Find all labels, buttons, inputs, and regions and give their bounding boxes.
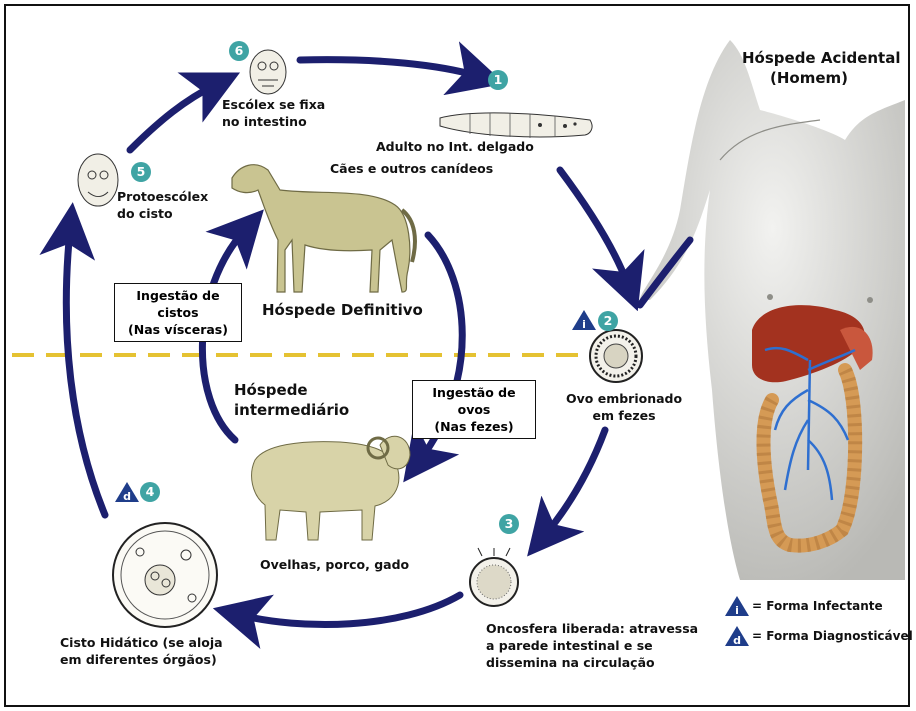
intermediate-host-line2: intermediário — [234, 400, 349, 420]
stage-5-badge: 5 — [131, 162, 151, 182]
stage-4-label: Cisto Hidático (se aloja em diferentes ó… — [60, 634, 223, 668]
stage-3-label-line3: dissemina na circulação — [486, 654, 698, 671]
stage-3-badge: 3 — [499, 514, 519, 534]
stage-2-badge: 2 — [598, 311, 618, 331]
egg-ingestion-line1: Ingestão de ovos — [419, 384, 529, 418]
stage4-triangle-letter: d — [123, 490, 131, 503]
dog-illustration — [232, 165, 415, 292]
stage-1-badge: 1 — [488, 70, 508, 90]
stage2-triangle-letter: i — [582, 318, 586, 331]
arrow-5-to-6 — [130, 85, 215, 150]
stage-4-badge: 4 — [140, 482, 160, 502]
egg-ingestion-box: Ingestão de ovos (Nas fezes) — [412, 380, 536, 439]
legend-diagnostic-text: = Forma Diagnosticável — [752, 629, 913, 643]
legend-diagnostic-letter: d — [733, 634, 741, 647]
stage-2-label-line2: em fezes — [566, 407, 682, 424]
arrow-6-to-1 — [300, 60, 478, 76]
arrow-4-to-5 — [66, 230, 105, 515]
oncosphere-illustration — [470, 548, 518, 606]
stage-6-label: Escólex se fixa no intestino — [222, 96, 325, 130]
stage-1-label: Adulto no Int. delgado — [376, 138, 534, 155]
stage-3-label: Oncosfera liberada: atravessa a parede i… — [486, 620, 698, 671]
egg-illustration — [590, 330, 642, 382]
intermediate-host-line1: Hóspede — [234, 380, 349, 400]
accidental-host-title: Hóspede Acidental (Homem) — [742, 48, 876, 88]
sheep-illustration — [252, 436, 410, 540]
accidental-host-line1: Hóspede Acidental — [742, 48, 876, 68]
legend-infective-text: = Forma Infectante — [752, 599, 883, 613]
legend-infective-letter: i — [735, 604, 739, 617]
stage-2-label-line1: Ovo embrionado — [566, 390, 682, 407]
stage-4-label-line1: Cisto Hidático (se aloja — [60, 634, 223, 651]
cyst-ingestion-line2: (Nas vísceras) — [121, 321, 235, 338]
arrow-1-to-2 — [560, 170, 628, 285]
stage-6-label-line2: no intestino — [222, 113, 325, 130]
hydatid-cyst-illustration — [113, 523, 217, 627]
stage-3-label-line1: Oncosfera liberada: atravessa — [486, 620, 698, 637]
intermediate-host-title: Hóspede intermediário — [234, 380, 349, 420]
stage-6-label-line1: Escólex se fixa — [222, 96, 325, 113]
stage-5-label-line1: Protoescólex — [117, 188, 208, 205]
cyst-ingestion-box: Ingestão de cistos (Nas vísceras) — [114, 283, 242, 342]
definitive-host-title: Hóspede Definitivo — [262, 300, 423, 320]
protoscolex-illustration — [78, 154, 118, 206]
arrow-3-to-4 — [240, 595, 460, 625]
adult-worm-illustration — [440, 113, 592, 138]
intermediate-host-species: Ovelhas, porco, gado — [260, 556, 409, 573]
cyst-ingestion-line1: Ingestão de cistos — [121, 287, 235, 321]
egg-ingestion-line2: (Nas fezes) — [419, 418, 529, 435]
stage-5-label: Protoescólex do cisto — [117, 188, 208, 222]
stage-3-label-line2: a parede intestinal e se — [486, 637, 698, 654]
stage-4-label-line2: em diferentes órgãos) — [60, 651, 223, 668]
definitive-host-species: Cães e outros canídeos — [330, 160, 493, 177]
stage-6-badge: 6 — [229, 41, 249, 61]
accidental-host-line2: (Homem) — [742, 68, 876, 88]
arrow-to-human — [640, 240, 690, 305]
stage-5-label-line2: do cisto — [117, 205, 208, 222]
scolex-illustration — [250, 50, 286, 94]
arrow-2-to-3 — [545, 430, 605, 535]
stage-2-label: Ovo embrionado em fezes — [566, 390, 682, 424]
